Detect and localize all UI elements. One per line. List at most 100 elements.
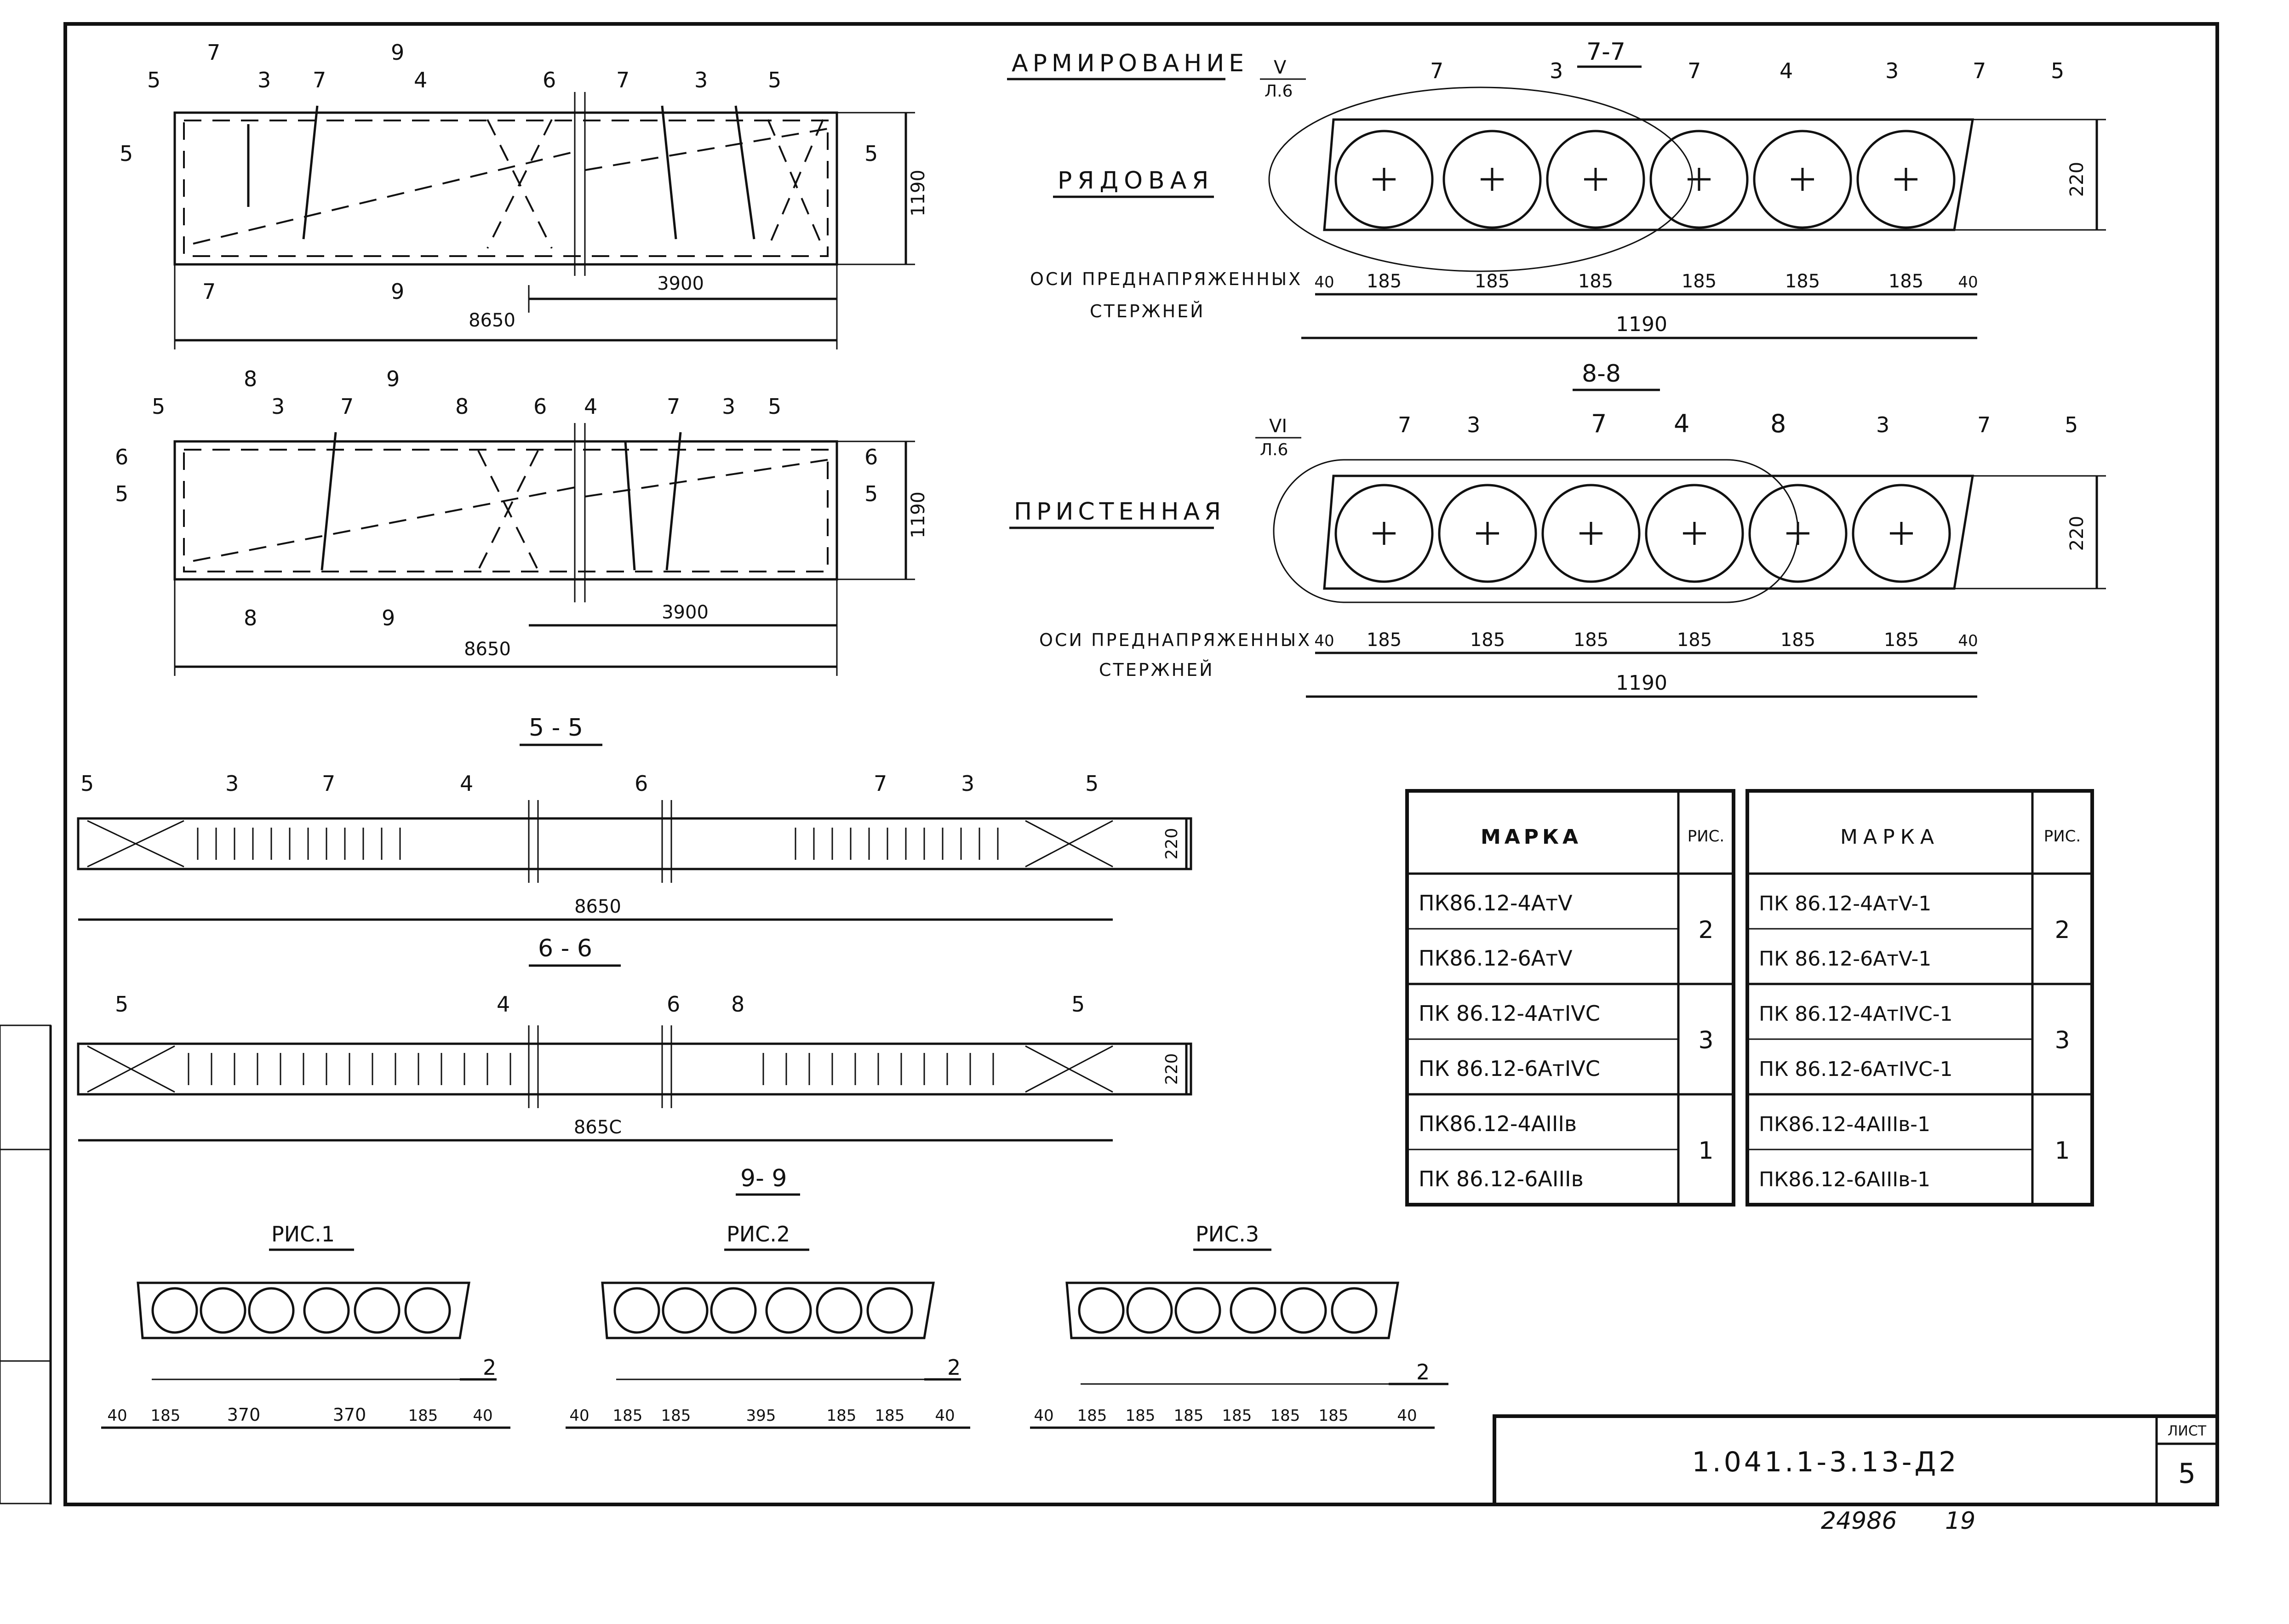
section-mark-5: 5	[120, 141, 133, 166]
section-mark-9: 9	[391, 40, 404, 65]
mesh-x	[1025, 1045, 1113, 1093]
inventory-number: 24986	[1821, 1507, 1897, 1535]
callout: 4	[414, 68, 427, 92]
callout: 3	[225, 771, 239, 796]
void	[1126, 1287, 1173, 1334]
dim-rib-mid: 395	[746, 1407, 776, 1425]
callout: 5	[115, 992, 128, 1017]
dim-rib: 185	[1475, 271, 1510, 292]
dim-height: 220	[2066, 516, 2088, 551]
callout: 3	[722, 394, 735, 419]
fig-cell: 3	[2054, 1027, 2070, 1054]
dim-rib: 185	[1677, 629, 1712, 651]
node-ref: VI	[1269, 416, 1287, 437]
node-ref-sheet: Л.6	[1265, 82, 1293, 101]
mark-cell: ПК 86.12-4АтIVС	[1419, 1001, 1600, 1026]
table-header-fig: РИС.	[2044, 827, 2081, 846]
dim-rib-double: 370	[333, 1405, 366, 1425]
void	[710, 1287, 757, 1334]
dim-height: 220	[1162, 828, 1181, 860]
section-mark-6: 6	[115, 445, 128, 469]
mark-cell: ПК86.12-4АIIIв	[1419, 1111, 1577, 1136]
table-header-mark: МАРКА	[1481, 825, 1582, 849]
section-5-5: 5 - 5 8650 220 5 3 7 4 6 7 3 5	[77, 714, 1192, 921]
callout: 3	[1467, 412, 1480, 437]
callout: 5	[152, 394, 165, 419]
slab-inner-dash	[183, 120, 829, 257]
rebar-diag	[584, 128, 828, 171]
dim-rib: 185	[1367, 629, 1402, 651]
callout: 5	[2065, 412, 2078, 437]
void	[200, 1287, 246, 1334]
heading-6-6: 6 - 6	[538, 935, 592, 962]
dim-length: 8650	[574, 896, 621, 917]
void	[1852, 484, 1951, 583]
void	[303, 1287, 350, 1334]
void	[1331, 1287, 1378, 1334]
dim-rib: 185	[1222, 1407, 1252, 1425]
mark-cell: ПК 86.12-6АтIVС	[1419, 1056, 1600, 1081]
dim-width: 1190	[1616, 313, 1667, 336]
callout: 7	[340, 394, 354, 419]
dim-rib: 185	[661, 1407, 691, 1425]
callout: 4	[584, 394, 597, 419]
dim-width: 1190	[908, 170, 929, 217]
dim-rib: 185	[1574, 629, 1608, 651]
callout: 2	[947, 1355, 961, 1380]
title-block: 1.041.1-3.13-Д2 ЛИСТ 5 24986 19	[1493, 1414, 2219, 1535]
void	[1546, 130, 1645, 229]
dim-width: 1190	[908, 492, 929, 538]
dim-rib-double: 370	[227, 1405, 261, 1425]
void	[404, 1287, 451, 1334]
section-mark-8b: 8	[244, 606, 257, 630]
slab-elevation	[77, 817, 1192, 870]
fig-cell: 3	[1698, 1027, 1713, 1054]
void	[1748, 484, 1848, 583]
callout: 5	[768, 68, 781, 92]
axes-label-2: СТЕРЖНЕЙ	[1099, 660, 1214, 680]
mark-cell: ПК86.12-6АIIIв-1	[1759, 1168, 1930, 1191]
dim-length: 8650	[464, 639, 511, 660]
callout: 3	[694, 68, 708, 92]
dim-rib: 185	[1888, 271, 1923, 292]
dim-edge: 40	[1034, 1407, 1053, 1425]
dim-span: 3900	[657, 273, 704, 294]
void	[816, 1287, 863, 1334]
mark-cell: ПК 86.12-6АтV-1	[1759, 947, 1931, 971]
table-header-fig: РИС.	[1688, 827, 1724, 846]
callout: 6	[635, 771, 648, 796]
mark-cell: ПК 86.12-4АтIVС-1	[1759, 1002, 1953, 1026]
dim-rib: 185	[1126, 1407, 1156, 1425]
void	[1438, 484, 1537, 583]
mesh-x	[477, 450, 539, 571]
void-crosses	[1373, 168, 1917, 191]
void-crosses	[1373, 522, 1913, 545]
label-pristennaya: ПРИСТЕННАЯ	[1014, 498, 1225, 526]
callout: 8	[455, 394, 469, 419]
mark-cell: ПК86.12-4АтV	[1419, 891, 1573, 915]
mark-cell: ПК86.12-6АтV	[1419, 946, 1573, 971]
section-6-6: 6 - 6 865С 220 5 4 6 8 5	[77, 935, 1192, 1142]
callout: 7	[1430, 58, 1443, 83]
callout: 3	[1885, 58, 1899, 83]
callout: 7	[616, 68, 629, 92]
slab-inner-dash	[183, 449, 829, 572]
rebar-diag	[193, 151, 575, 245]
section-mark-7b: 7	[202, 279, 216, 304]
sheet-number: 5	[2178, 1458, 2196, 1490]
callout: 7	[1977, 412, 1991, 437]
void	[1753, 130, 1852, 229]
title-frame	[1493, 1414, 2219, 1506]
section-mark-5b: 5	[864, 141, 878, 166]
void	[1649, 130, 1749, 229]
callout: 7	[667, 394, 680, 419]
dim-rib: 185	[1174, 1407, 1204, 1425]
rebar-diag	[193, 486, 575, 562]
rebar-vert	[624, 441, 636, 571]
dim-edge: 40	[569, 1407, 589, 1425]
dim-rib: 185	[1884, 629, 1919, 651]
sheet-frame	[63, 22, 2219, 1506]
mesh-x	[87, 1045, 175, 1093]
rebar-vert	[665, 432, 682, 571]
mark-cell: ПК 86.12-6АIIIв	[1419, 1167, 1584, 1191]
